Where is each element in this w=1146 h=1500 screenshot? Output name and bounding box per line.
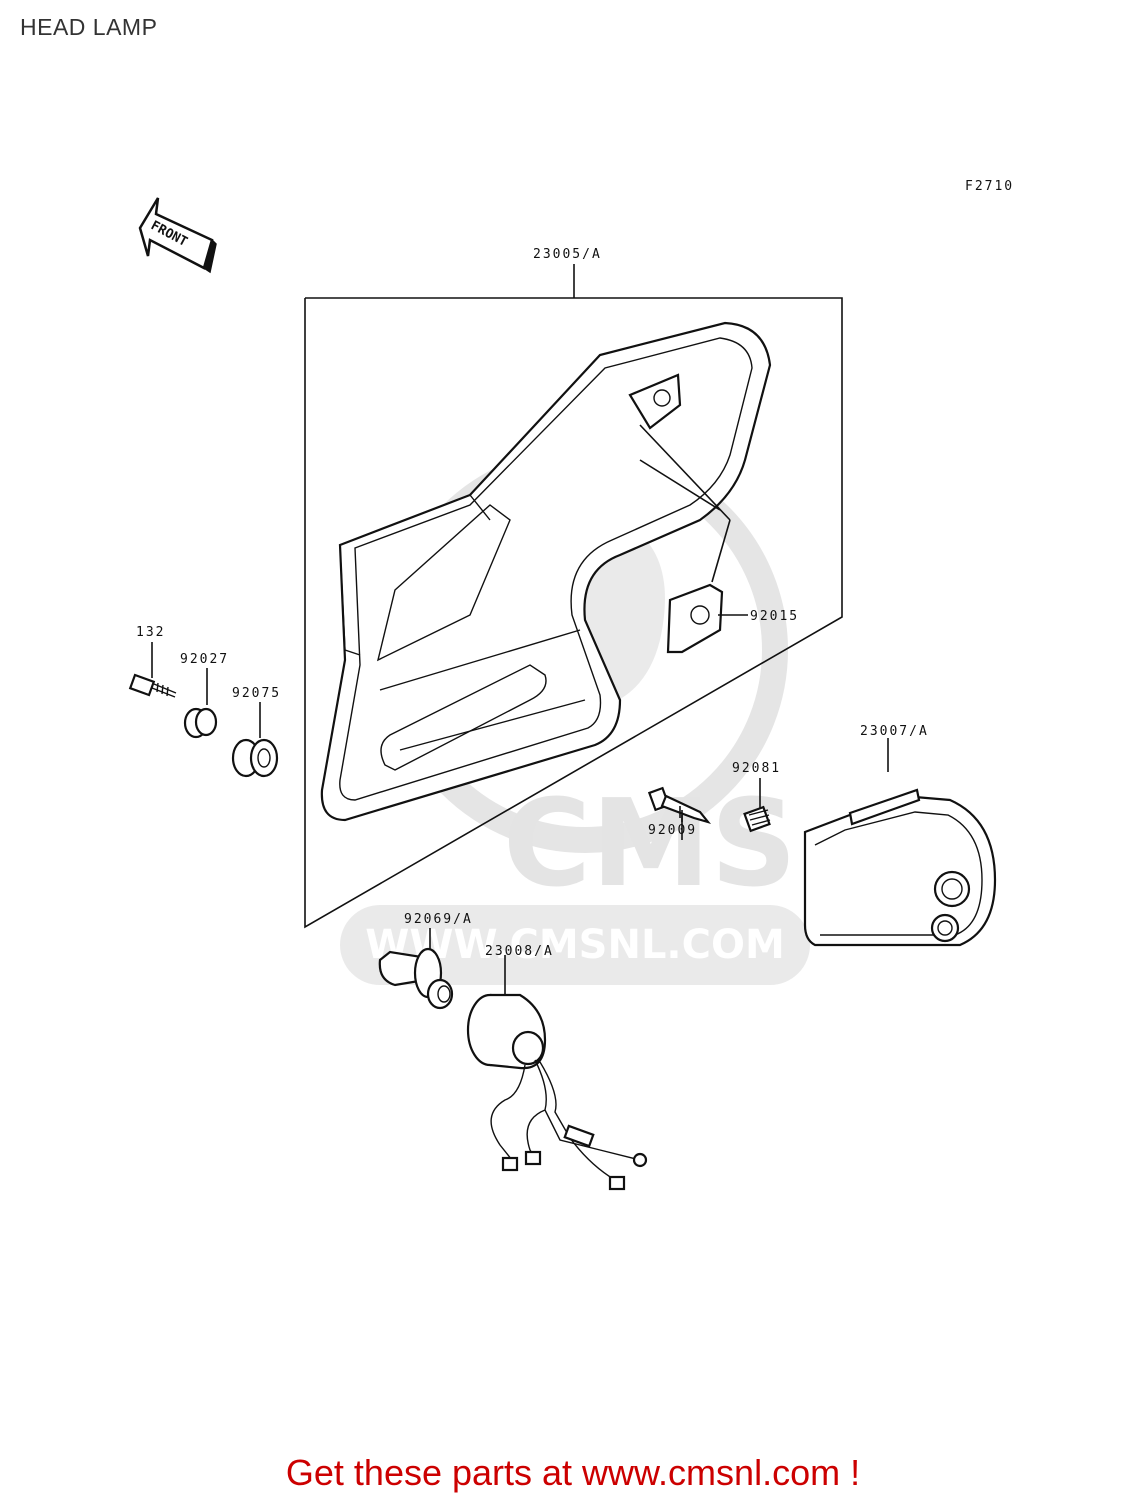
part-92027-collar bbox=[183, 668, 218, 739]
part-labels: 23005/A 92015 132 92027 92075 23007/A 92… bbox=[136, 247, 929, 959]
headlight-housing bbox=[320, 321, 772, 822]
label-92027: 92027 bbox=[180, 652, 229, 667]
label-92069: 92069/A bbox=[404, 912, 473, 927]
part-23007-lens-unit bbox=[803, 738, 997, 947]
part-92015-bracket bbox=[666, 583, 748, 654]
label-92015: 92015 bbox=[750, 609, 799, 624]
part-92081-nut bbox=[743, 778, 771, 833]
part-132-bolt bbox=[128, 642, 177, 698]
part-92009-screw bbox=[647, 786, 712, 840]
label-92009: 92009 bbox=[648, 823, 697, 838]
part-92069-bulb bbox=[378, 928, 454, 1010]
page-title: HEAD LAMP bbox=[20, 14, 158, 40]
label-23008: 23008/A bbox=[485, 944, 554, 959]
front-arrow-icon: FRONT bbox=[138, 197, 217, 274]
label-92075: 92075 bbox=[232, 686, 281, 701]
label-23007: 23007/A bbox=[860, 724, 929, 739]
figure-code: F2710 bbox=[965, 179, 1014, 194]
assembly-box-23005 bbox=[304, 264, 843, 929]
part-23008-socket bbox=[466, 955, 648, 1191]
part-92075-grommet bbox=[231, 702, 279, 778]
label-92081: 92081 bbox=[732, 761, 781, 776]
cta-link[interactable]: Get these parts at www.cmsnl.com ! bbox=[285, 1452, 861, 1493]
label-132: 132 bbox=[136, 625, 165, 640]
watermark-brand: CMS bbox=[503, 775, 797, 914]
label-23005: 23005/A bbox=[533, 247, 602, 262]
